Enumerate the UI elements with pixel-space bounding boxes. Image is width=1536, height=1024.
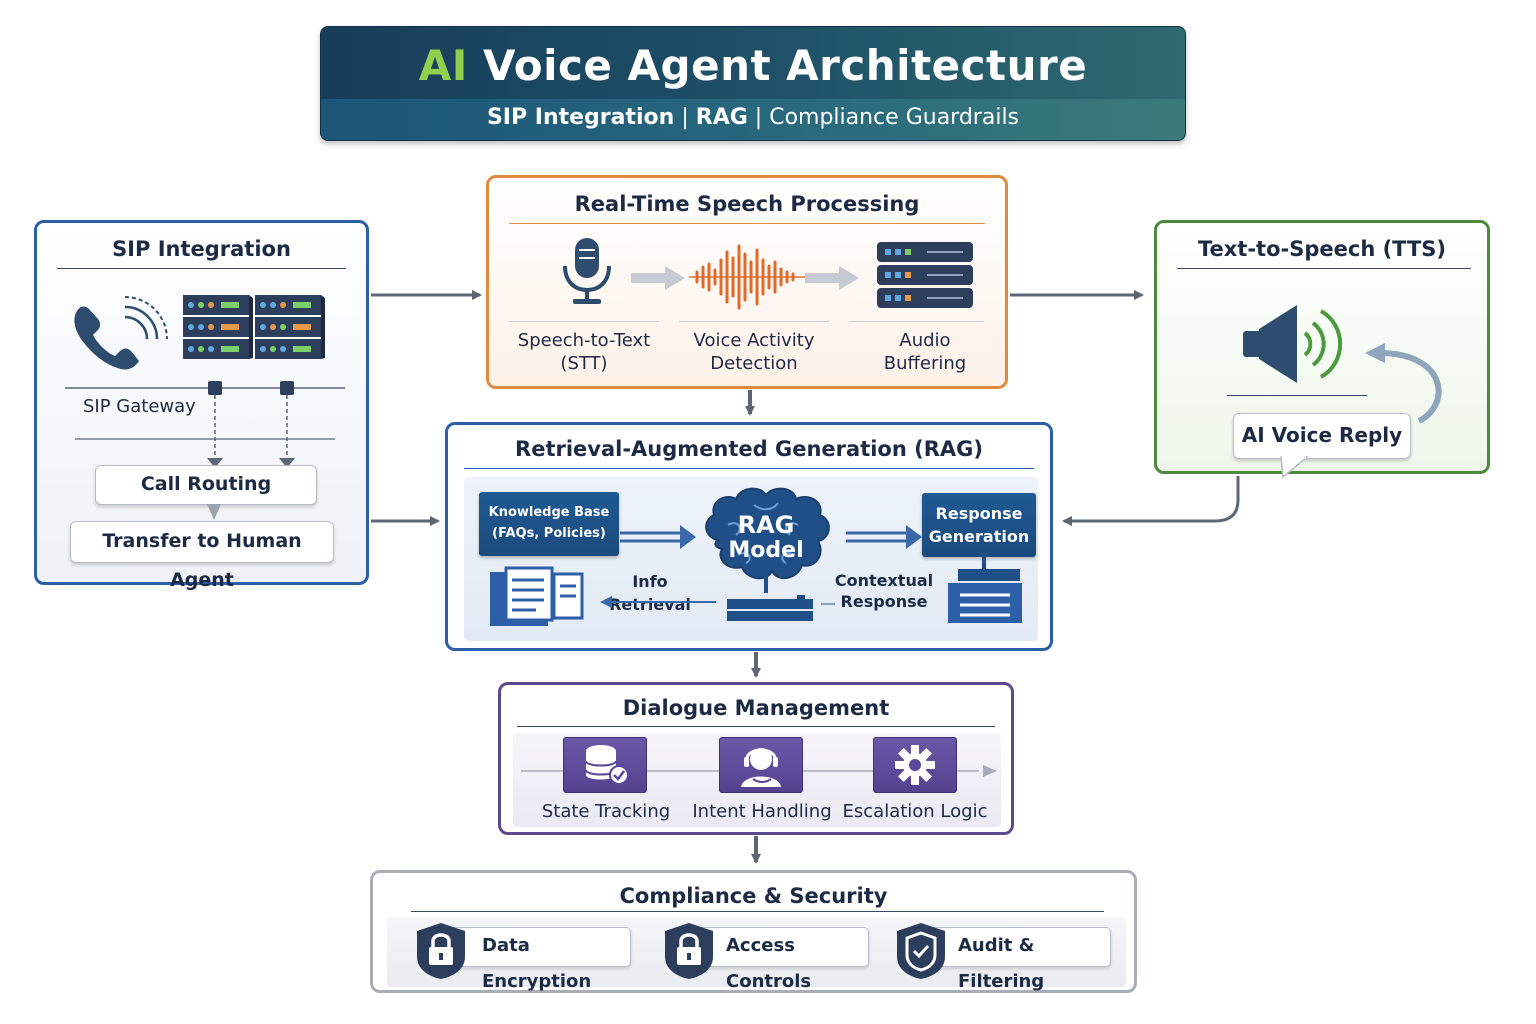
- buffering-label-line2: Buffering: [883, 353, 967, 374]
- access-controls-item[interactable]: Access Controls: [687, 927, 869, 992]
- rag-heading-rule: [464, 468, 1034, 469]
- contextual-response-line2: Response: [840, 592, 928, 611]
- subtitle-band: SIP Integration | RAG | Compliance Guard…: [321, 99, 1185, 140]
- dialogue-heading-rule: [517, 726, 995, 727]
- title-rest: Voice Agent Architecture: [483, 41, 1088, 90]
- subtitle-separator: |: [681, 105, 689, 130]
- database-icon: [585, 745, 629, 785]
- intent-handling-label: Intent Handling: [692, 801, 832, 822]
- vad-label-line2: Detection: [710, 353, 798, 374]
- lock-icon: [665, 923, 713, 979]
- stt-label-line1: Speech-to-Text: [517, 330, 651, 351]
- sip-heading-rule: [57, 268, 346, 269]
- state-tracking-label: State Tracking: [541, 801, 671, 822]
- tts-heading: Text-to-Speech (TTS): [1197, 237, 1447, 261]
- rag-model-line1: RAG: [738, 511, 795, 539]
- knowledge-base-line2: (FAQs, Policies): [492, 526, 606, 541]
- keyboard-base-icon: [727, 595, 813, 621]
- call-routing-button[interactable]: Call Routing: [95, 465, 317, 505]
- user-headset-icon: [741, 748, 781, 787]
- compliance-heading-rule: [411, 911, 1104, 912]
- waveform-icon: [689, 244, 807, 310]
- double-arrow-right-icon: [846, 525, 922, 549]
- subtitle-rag: RAG: [695, 105, 748, 130]
- dialogue-management-panel: Dialogue Management: [498, 682, 1014, 835]
- sip-integration-panel: SIP Integration SIP Gatewa: [34, 220, 369, 591]
- title-banner: AI Voice Agent Architecture SIP Integrat…: [320, 26, 1186, 141]
- arrow-left-icon: [600, 596, 716, 608]
- reply-curve-arrow: [1365, 343, 1442, 424]
- gear-icon: [895, 745, 935, 785]
- shield-icon: [897, 923, 945, 979]
- arrow-tts-to-rag: [1062, 476, 1240, 526]
- double-arrow-right-icon: [620, 525, 696, 549]
- speech-divider: [679, 321, 829, 322]
- subtitle-sip: SIP Integration: [486, 105, 675, 130]
- rag-model-line2: Model: [728, 538, 803, 563]
- contextual-response-line1: Contextual: [834, 571, 934, 590]
- stt-label-line2: (STT): [560, 353, 608, 374]
- knowledge-base-line1: Knowledge Base: [488, 505, 610, 520]
- speech-processing-panel: Real-Time Speech Processing: [486, 175, 1008, 389]
- speaker-icon: [1243, 305, 1343, 383]
- speech-divider: [509, 321, 659, 322]
- subtitle-separator: |: [754, 105, 763, 130]
- arrow-right-icon: [805, 266, 859, 290]
- ai-voice-reply-button[interactable]: AI Voice Reply: [1233, 413, 1411, 459]
- response-generation-tile: Response Generation: [922, 493, 1036, 557]
- routing-connector-arrow: [207, 504, 221, 520]
- buffering-label: Audio Buffering: [845, 329, 1005, 375]
- contextual-response-label: Contextual Response: [834, 570, 934, 612]
- response-generation-line1: Response: [935, 504, 1023, 523]
- brain-icon: RAG Model: [705, 487, 830, 593]
- compliance-heading: Compliance & Security: [619, 884, 888, 908]
- dialogue-heading: Dialogue Management: [622, 696, 890, 720]
- sip-gateway-label: SIP Gateway: [83, 396, 196, 417]
- info-retrieval-label: Info Retrieval: [609, 572, 691, 614]
- microphone-icon: [563, 238, 611, 304]
- audit-filtering-item[interactable]: Audit & Filtering: [921, 927, 1111, 992]
- buffer-server-icon: [877, 242, 973, 308]
- server-icon: [255, 295, 325, 359]
- response-doc-icon: [948, 557, 1022, 623]
- rag-panel: Retrieval-Augmented Generation (RAG) Kno…: [445, 422, 1053, 651]
- page-title: AI Voice Agent Architecture: [321, 41, 1185, 105]
- speech-heading: Real-Time Speech Processing: [574, 192, 920, 216]
- escalation-logic-label: Escalation Logic: [842, 801, 988, 822]
- tts-divider: [1227, 395, 1367, 396]
- compliance-panel: Compliance & Security Data Encryption Ac…: [370, 870, 1137, 993]
- sip-heading: SIP Integration: [112, 237, 291, 261]
- vad-label-line1: Voice Activity: [693, 330, 815, 351]
- dash-connector: [821, 603, 835, 605]
- gateway-connector: [65, 381, 345, 468]
- document-icon: [490, 566, 584, 626]
- buffering-label-line1: Audio: [899, 330, 951, 351]
- tts-heading-rule: [1177, 268, 1471, 269]
- tts-panel: Text-to-Speech (TTS) AI Voice Reply: [1154, 220, 1490, 479]
- stt-label: Speech-to-Text (STT): [499, 329, 669, 375]
- speech-divider: [849, 321, 984, 322]
- arrow-right-icon: [631, 266, 685, 290]
- knowledge-base-tile: Knowledge Base (FAQs, Policies): [479, 492, 619, 556]
- response-generation-line2: Generation: [928, 527, 1030, 546]
- title-ai-word: AI: [418, 41, 468, 90]
- speech-bubble-tail: [1280, 455, 1310, 479]
- rag-heading: Retrieval-Augmented Generation (RAG): [515, 437, 983, 461]
- vad-label: Voice Activity Detection: [669, 329, 839, 375]
- transfer-to-human-button[interactable]: Transfer to Human Agent: [70, 521, 334, 591]
- page-subtitle: SIP Integration | RAG | Compliance Guard…: [321, 105, 1185, 130]
- lock-icon: [417, 923, 465, 979]
- server-icon: [183, 295, 253, 359]
- subtitle-compliance: Compliance Guardrails: [769, 105, 1020, 130]
- speech-heading-rule: [509, 223, 985, 224]
- phone-icon: [74, 296, 168, 370]
